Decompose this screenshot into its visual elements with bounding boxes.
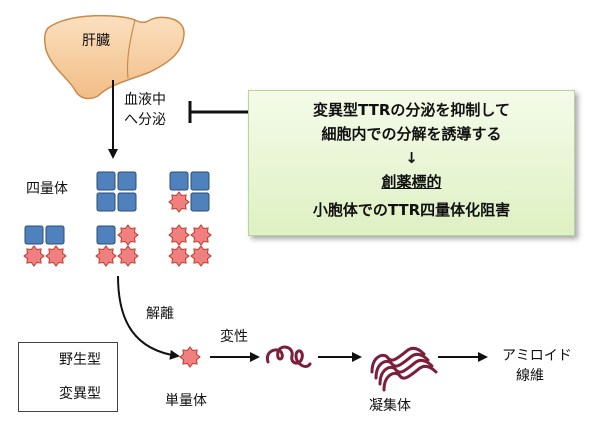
denatured-coil-icon — [265, 345, 312, 368]
inhibition-box: 変異型TTRの分泌を抑制して 細胞内での分解を誘導する ↓ 創薬標的 小胞体での… — [248, 90, 575, 236]
secretion-label-line1: 血液中 — [124, 92, 166, 108]
tetramer-half-mutant — [23, 225, 67, 267]
tetramer-wild-type — [96, 171, 137, 212]
aggregate-label: 凝集体 — [369, 398, 411, 414]
tetramer-label: 四量体 — [26, 181, 68, 197]
legend: 野生型 変異型 — [18, 342, 118, 412]
liver-icon — [43, 14, 185, 100]
inhibition-line-2: 細胞内での分解を誘導する — [321, 125, 502, 143]
legend-wild-type-label: 野生型 — [59, 352, 101, 368]
inhibition-connector — [188, 101, 250, 123]
amyloid-label-line1: アミロイド — [502, 348, 572, 364]
dissociation-arrow — [117, 275, 180, 360]
tetramer-mutant — [168, 224, 212, 267]
monomer-star — [179, 346, 201, 368]
secretion-label-line2: へ分泌 — [124, 112, 166, 128]
liver-label: 肝臓 — [82, 33, 110, 49]
denaturation-label: 変性 — [220, 329, 248, 345]
amyloid-label-line2: 線維 — [516, 368, 544, 384]
inhibition-line-1: 変異型TTRの分泌を抑制して — [313, 101, 510, 119]
inhibition-line-4: 小胞体でのTTR四量体化阻害 — [312, 201, 511, 219]
monomer-label: 単量体 — [165, 393, 207, 409]
inhibition-down-arrow: ↓ — [405, 149, 418, 167]
tetramer-three-wild — [95, 224, 139, 267]
tetramer-mixed-top — [168, 171, 210, 213]
aggregate-fibril-icon — [370, 346, 438, 392]
dissociation-label: 解離 — [146, 306, 174, 322]
legend-mutant-label: 変異型 — [59, 386, 101, 402]
drug-target-label: 創薬標的 — [381, 173, 442, 191]
